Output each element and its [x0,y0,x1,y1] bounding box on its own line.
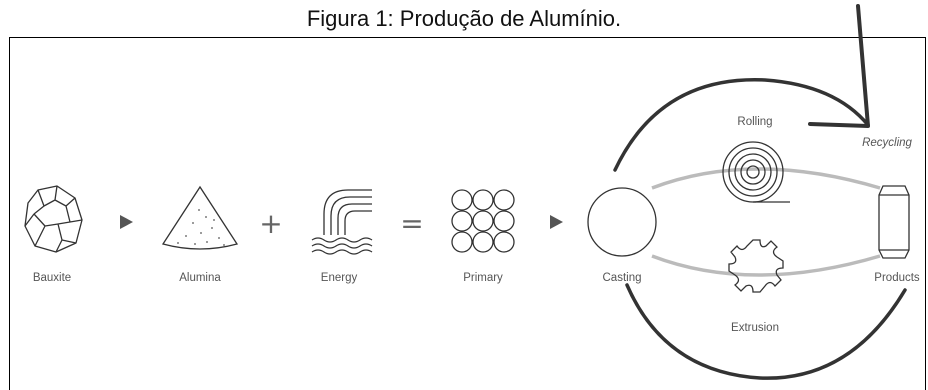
recycling-cycle [613,78,907,380]
recycling-label: Recycling [862,137,912,149]
equals-operator: = [400,207,423,240]
products-icon [878,185,910,259]
alumina-icon [161,185,239,250]
rolling-icon [722,141,790,203]
plus-operator: + [259,207,282,240]
bauxite-label: Bauxite [33,272,71,284]
recycling-arrowhead-icon [808,4,870,128]
casting-icon [587,187,657,257]
casting-label: Casting [603,272,642,284]
figure-caption: Figura 1: Produção de Alumínio. [306,6,622,31]
rolling-label: Rolling [737,116,772,128]
diagram-frame [9,37,926,390]
energy-label: Energy [321,272,358,284]
energy-icon [311,189,373,255]
alumina-label: Alumina [179,272,221,284]
bauxite-icon [24,185,83,253]
products-label: Products [874,272,920,284]
arrow-right-icon [120,215,133,229]
arrow-right-icon [550,215,563,229]
extrusion-icon [728,239,784,293]
primary-label: Primary [463,272,503,284]
process-paths [651,167,881,277]
extrusion-label: Extrusion [731,322,779,334]
primary-icon [451,189,515,253]
